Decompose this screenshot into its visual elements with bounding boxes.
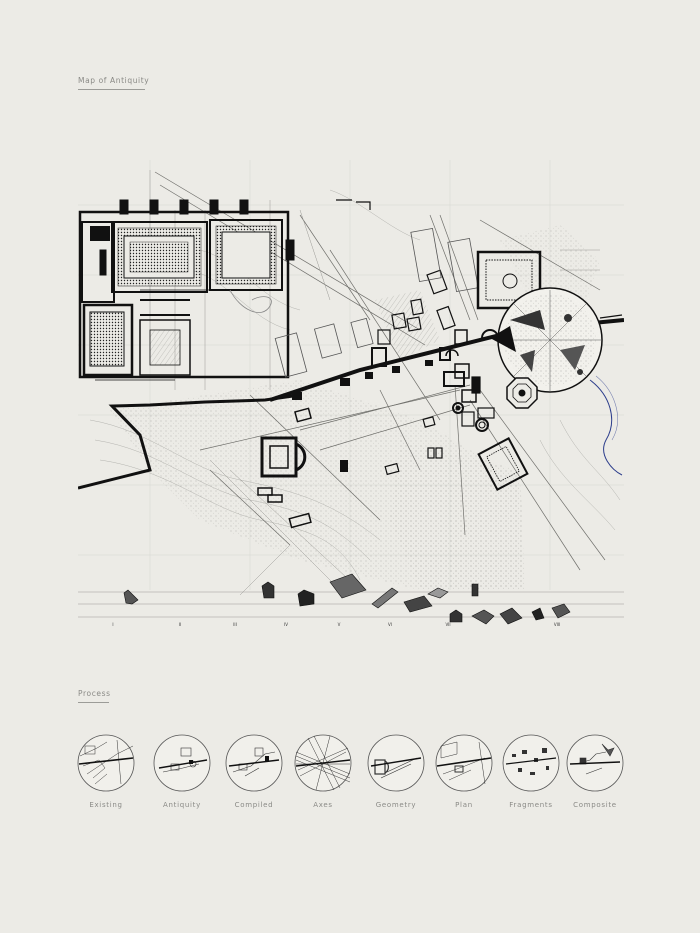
octagon-building xyxy=(506,377,538,409)
process-item-antiquity: Antiquity xyxy=(153,734,211,814)
process-section-title: Process xyxy=(78,689,111,698)
process-label: Antiquity xyxy=(163,801,201,809)
antiquity-map xyxy=(78,160,624,625)
process-thumbnail-compiled xyxy=(225,734,283,792)
process-label: Compiled xyxy=(234,801,274,809)
circular-monuments xyxy=(445,329,499,432)
process-thumbnail-plan xyxy=(435,734,493,792)
process-title-underline xyxy=(78,702,109,703)
round-city xyxy=(490,287,603,393)
process-item-geometry: Geometry xyxy=(367,734,425,814)
timeline-tick-8: VIII xyxy=(553,622,561,627)
process-label: Geometry xyxy=(375,801,417,809)
temple-with-apse xyxy=(257,407,312,529)
timeline-tick-2: II xyxy=(178,622,182,627)
process-thumbnail-composite xyxy=(566,734,624,792)
process-thumbnail-geometry xyxy=(367,734,425,792)
axis-buildings xyxy=(274,228,481,403)
axis-blocks xyxy=(292,360,433,472)
map-section-title: Map of Antiquity xyxy=(78,76,150,85)
map-title-underline xyxy=(78,89,145,90)
process-thumbnail-fragments xyxy=(502,734,560,792)
ancient-wall xyxy=(78,393,301,490)
palace-complex xyxy=(78,199,295,379)
process-item-composite: Composite xyxy=(566,734,624,814)
timeline-tick-7: VII xyxy=(445,622,451,627)
process-label: Plan xyxy=(455,801,473,809)
process-label: Existing xyxy=(89,801,123,809)
stadium-courtyard xyxy=(477,437,529,491)
process-item-axes: Axes xyxy=(294,734,352,814)
process-label: Fragments xyxy=(509,801,553,809)
process-label: Axes xyxy=(313,801,333,809)
timeline-models xyxy=(123,573,571,625)
river xyxy=(589,379,623,476)
timeline-tick-5: V xyxy=(337,622,341,627)
timeline-tick-3: III xyxy=(233,622,237,627)
process-item-plan: Plan xyxy=(435,734,493,814)
process-item-compiled: Compiled xyxy=(225,734,283,814)
process-item-fragments: Fragments xyxy=(502,734,560,814)
process-label: Composite xyxy=(573,801,617,809)
process-thumbnail-axes xyxy=(294,734,352,792)
timeline-tick-6: VI xyxy=(388,622,392,627)
process-item-existing: Existing xyxy=(77,734,135,814)
process-thumbnail-antiquity xyxy=(153,734,211,792)
timeline-tick-1: I xyxy=(112,622,114,627)
process-thumbnail-existing xyxy=(77,734,135,792)
timeline-tick-4: IV xyxy=(284,622,288,627)
